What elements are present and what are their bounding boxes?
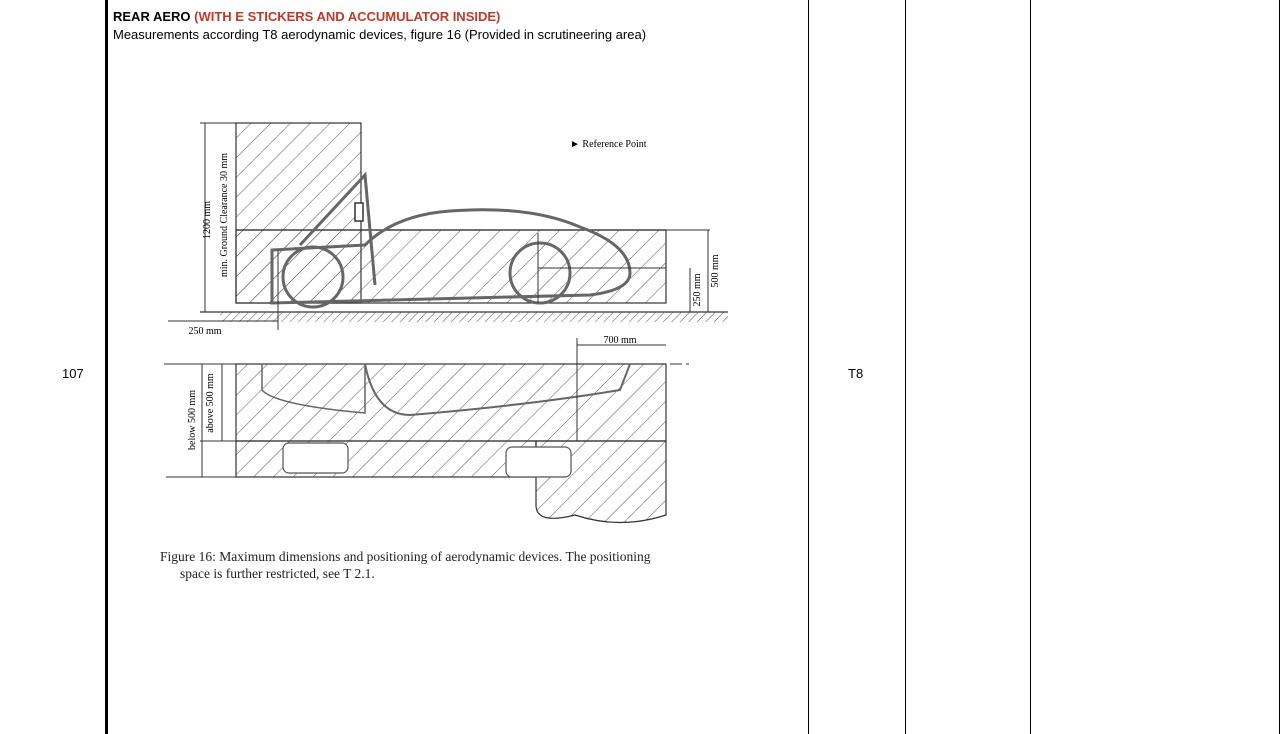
table-border-content-right xyxy=(808,0,809,734)
label-500-vertical: 500 mm xyxy=(710,254,721,287)
label-height-1200: 1200 mm xyxy=(202,201,213,239)
item-title-main: REAR AERO xyxy=(113,9,191,24)
figure-caption-line-2: space is further restricted, see T 2.1. xyxy=(180,566,375,581)
aero-dimensions-figure: 1200 mm min. Ground Clearance 30 mm 250 … xyxy=(164,122,728,524)
label-above-500: above 500 mm xyxy=(205,373,216,433)
label-ground-clearance: min. Ground Clearance 30 mm xyxy=(219,153,230,277)
item-description: Measurements according T8 aerodynamic de… xyxy=(113,27,647,42)
label-700: 700 mm xyxy=(603,335,636,346)
figure-caption-line-1: Figure 16: Maximum dimensions and positi… xyxy=(160,549,651,564)
label-250-horizontal: 250 mm xyxy=(188,326,221,337)
row-number-cell: 107 xyxy=(0,0,105,734)
legend-reference-point: ► Reference Point xyxy=(570,139,647,150)
figure-caption: Figure 16: Maximum dimensions and positi… xyxy=(160,548,760,582)
top-view: 700 mm above 500 mm below 500 mm xyxy=(164,335,690,524)
table-border-reference-right xyxy=(905,0,906,734)
rule-reference: T8 xyxy=(848,366,864,381)
item-title: REAR AERO (WITH E STICKERS AND ACCUMULAT… xyxy=(113,9,500,24)
table-border-status-right xyxy=(1030,0,1031,734)
label-below-500: below 500 mm xyxy=(187,390,198,450)
table-border-left xyxy=(105,0,108,734)
row-number: 107 xyxy=(62,366,84,381)
side-view: 1200 mm min. Ground Clearance 30 mm 250 … xyxy=(168,122,728,337)
table-border-right xyxy=(1279,0,1280,734)
item-title-note: (WITH E STICKERS AND ACCUMULATOR INSIDE) xyxy=(194,9,501,24)
label-250-vertical: 250 mm xyxy=(692,273,703,306)
inspection-item-cell: REAR AERO (WITH E STICKERS AND ACCUMULAT… xyxy=(110,0,808,734)
